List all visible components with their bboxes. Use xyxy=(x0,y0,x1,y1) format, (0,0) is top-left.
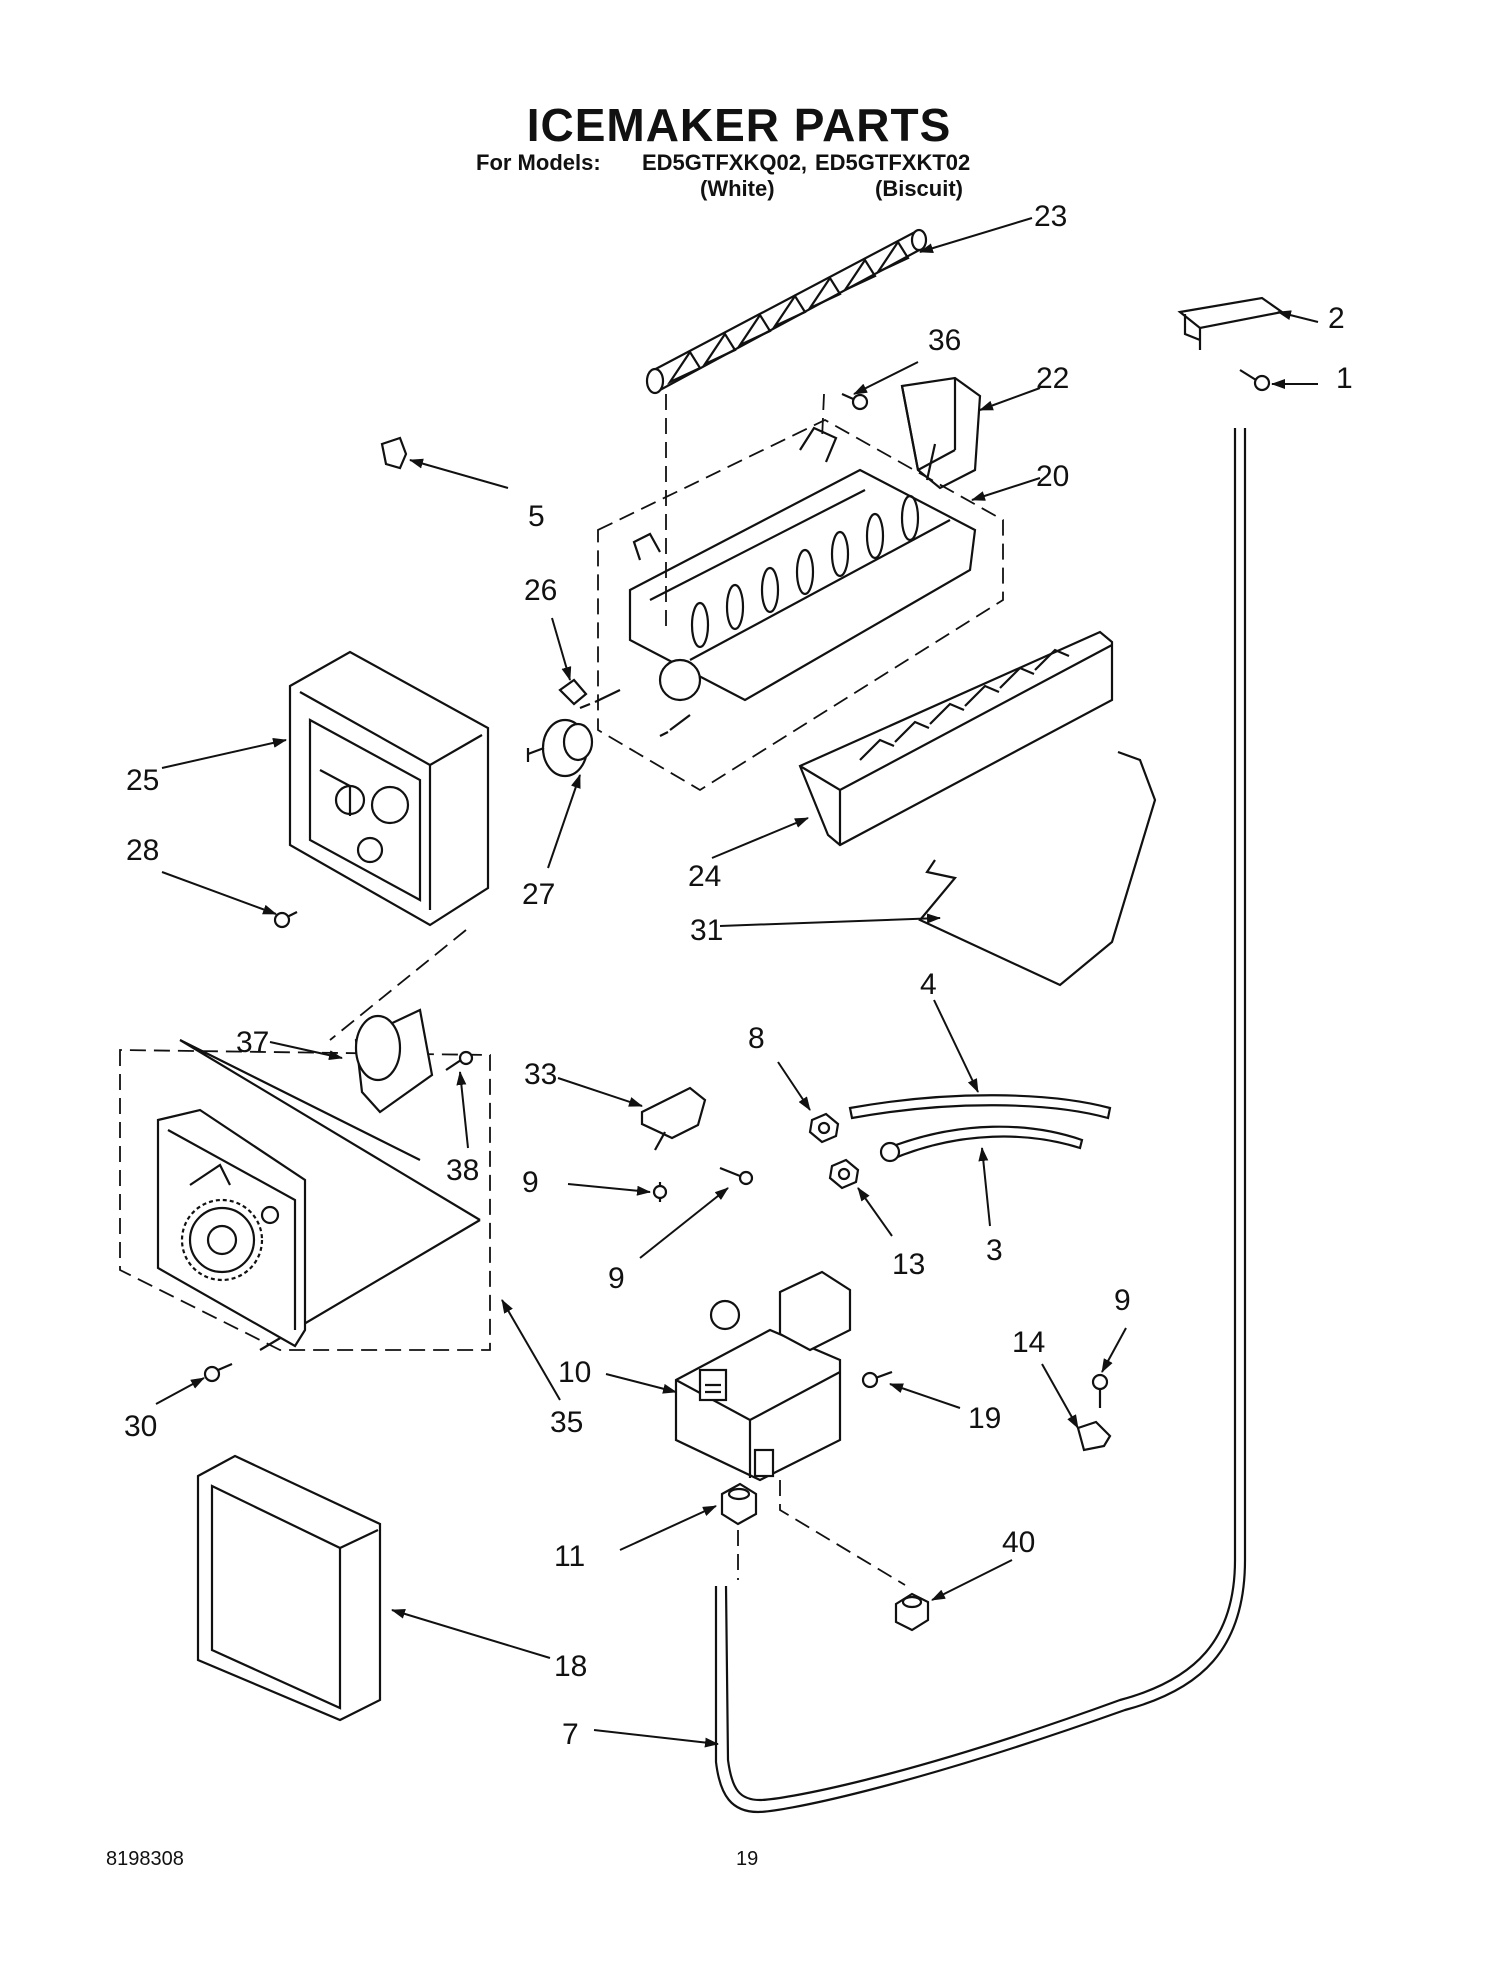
screw-part-9b xyxy=(719,1166,754,1186)
bracket-part xyxy=(1177,296,1285,350)
tube-part-3 xyxy=(879,1125,1084,1163)
callout-8: 8 xyxy=(748,1022,765,1055)
callout-24: 24 xyxy=(688,860,721,893)
screw-part-28 xyxy=(273,911,298,929)
screw-part-1 xyxy=(1239,369,1271,392)
motor-part xyxy=(354,1008,434,1114)
callout-33: 33 xyxy=(524,1058,557,1091)
callout-leaders xyxy=(155,217,1319,1748)
screw-part-9c xyxy=(1091,1373,1109,1408)
screw-part-30 xyxy=(203,1362,233,1383)
models-prefix: For Models: xyxy=(476,150,601,175)
callout-23: 23 xyxy=(1034,200,1067,233)
callout-31: 31 xyxy=(690,914,723,947)
nut-part-11 xyxy=(720,1482,758,1526)
callout-13: 13 xyxy=(892,1248,925,1281)
callout-9-a: 9 xyxy=(522,1166,539,1199)
callout-18: 18 xyxy=(554,1650,587,1683)
color-biscuit: (Biscuit) xyxy=(875,176,963,201)
callout-2: 2 xyxy=(1328,302,1345,335)
fill-cup-part xyxy=(900,376,982,490)
callout-3: 3 xyxy=(986,1234,1003,1267)
shutoff-arm-part xyxy=(918,750,1157,987)
water-tube-part-7 xyxy=(724,428,1237,1802)
clip-part xyxy=(380,436,408,470)
callout-10: 10 xyxy=(558,1356,591,1389)
filter-frame-part xyxy=(196,1454,382,1722)
screw-part-9a xyxy=(652,1182,668,1202)
callout-9-b: 9 xyxy=(608,1262,625,1295)
callout-11: 11 xyxy=(554,1540,585,1573)
cover-part xyxy=(640,1086,707,1151)
callout-35: 35 xyxy=(550,1406,583,1439)
callout-7: 7 xyxy=(562,1718,579,1751)
assembly-dashed-guides xyxy=(329,393,906,1586)
callout-26: 26 xyxy=(524,574,557,607)
callout-9-c: 9 xyxy=(1114,1284,1131,1317)
callout-22: 22 xyxy=(1036,362,1069,395)
water-valve-part xyxy=(674,1270,852,1482)
water-tube-inner-7 xyxy=(714,428,1247,1814)
coupler-part xyxy=(526,718,594,778)
callout-38: 38 xyxy=(446,1154,479,1187)
callout-1: 1 xyxy=(1336,362,1353,395)
model-white: ED5GTFXKQ02, xyxy=(642,150,808,175)
callout-4: 4 xyxy=(920,968,937,1001)
clamp-part xyxy=(1076,1420,1112,1452)
control-module-part xyxy=(156,1108,307,1348)
callout-30: 30 xyxy=(124,1410,157,1443)
ejector-blade-part xyxy=(645,228,928,395)
callout-36: 36 xyxy=(928,324,961,357)
mold-group-outline xyxy=(597,418,1004,792)
callout-37: 37 xyxy=(236,1026,269,1059)
nut-part-40 xyxy=(894,1592,930,1632)
nut-part-8 xyxy=(808,1112,840,1144)
callout-labels: 23 36 22 2 1 5 20 26 25 27 28 24 31 37 3… xyxy=(124,200,1353,1751)
stripper-part xyxy=(798,630,1114,847)
callout-20: 20 xyxy=(1036,460,1069,493)
color-white: (White) xyxy=(700,176,775,201)
screw-part-38 xyxy=(445,1050,474,1071)
nut-part-13 xyxy=(828,1158,860,1190)
screw-part-36 xyxy=(841,392,869,411)
callout-25: 25 xyxy=(126,764,159,797)
document-number: 8198308 xyxy=(106,1848,184,1870)
control-housing-part xyxy=(288,650,490,927)
callout-14: 14 xyxy=(1012,1326,1045,1359)
tube-part-4 xyxy=(848,1094,1112,1120)
callout-5: 5 xyxy=(528,500,545,533)
model-biscuit: ED5GTFXKT02 xyxy=(815,150,971,175)
screw-part-19 xyxy=(861,1370,893,1389)
page-number: 19 xyxy=(736,1848,759,1870)
callout-19: 19 xyxy=(968,1402,1001,1435)
callout-27: 27 xyxy=(522,878,555,911)
page-title: ICEMAKER PARTS xyxy=(526,99,952,151)
clip-part-26 xyxy=(558,678,588,706)
callout-40: 40 xyxy=(1002,1526,1035,1559)
callout-28: 28 xyxy=(126,834,159,867)
mold-part xyxy=(579,426,977,737)
